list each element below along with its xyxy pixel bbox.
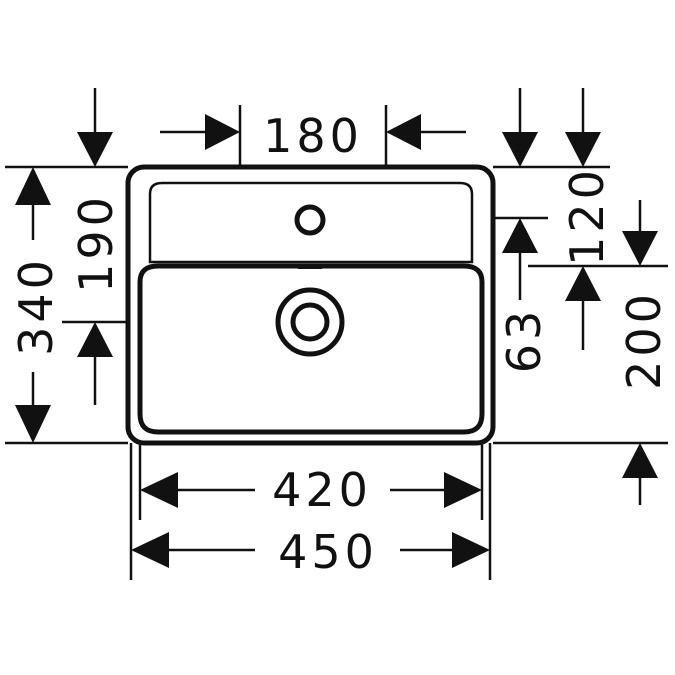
- label-120: 120: [560, 166, 614, 266]
- dimension-420: 420: [140, 463, 482, 517]
- arrow-up-icon: [502, 218, 538, 253]
- dimension-450: 450: [131, 525, 490, 579]
- arrow-down-icon: [565, 132, 601, 167]
- arrow-up-icon: [565, 266, 601, 301]
- arrow-left-icon: [140, 472, 178, 508]
- dimension-63: 63: [497, 218, 551, 373]
- reference-lines: [5, 105, 668, 580]
- label-63: 63: [497, 307, 551, 374]
- arrow-right-icon: [205, 114, 240, 150]
- arrow-down-icon: [622, 231, 658, 266]
- top-down-arrows: [77, 88, 601, 167]
- arrow-down-icon: [77, 132, 113, 167]
- label-200: 200: [617, 290, 671, 390]
- arrow-right-icon: [444, 472, 482, 508]
- dimension-200: 200: [617, 200, 671, 505]
- basin-bowl: [137, 263, 485, 435]
- arrow-left-icon: [386, 114, 421, 150]
- arrow-left-icon: [131, 532, 169, 568]
- arrow-down-icon: [502, 132, 538, 167]
- arrow-up-icon: [77, 322, 113, 357]
- basin-upper-deck: [148, 181, 474, 264]
- label-340: 340: [9, 256, 63, 356]
- dimension-120: 120: [560, 166, 614, 266]
- arrow-up-icon: [622, 443, 658, 478]
- arrow-right-icon: [452, 532, 490, 568]
- drain-inner-icon: [290, 302, 330, 342]
- tap-hole-icon: [294, 204, 326, 236]
- drain-outer-icon: [275, 287, 345, 357]
- overflow-slot-icon: [298, 264, 322, 269]
- label-180: 180: [263, 109, 363, 163]
- label-450: 450: [278, 525, 378, 579]
- label-420: 420: [272, 463, 372, 517]
- arrow-down-icon: [15, 405, 51, 443]
- dimension-right-arrows: [565, 266, 601, 350]
- label-190: 190: [69, 193, 123, 293]
- arrow-up-icon: [15, 167, 51, 205]
- basin-outer-rim: [125, 164, 496, 446]
- dimension-190: 190: [69, 193, 123, 405]
- dimension-340: 340: [9, 167, 63, 443]
- dimension-180: 180: [160, 109, 466, 163]
- basin-outline: [125, 164, 496, 446]
